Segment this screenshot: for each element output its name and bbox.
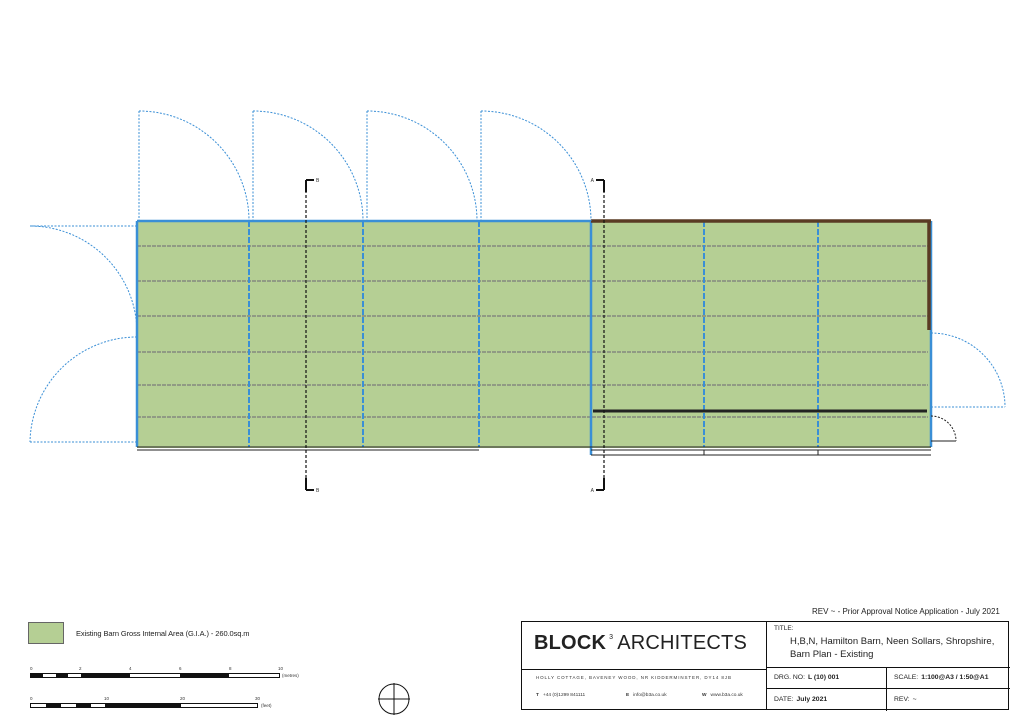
crosshair-icon [378, 683, 410, 715]
bottom-walls [137, 446, 931, 456]
address: HOLLY COTTAGE, BAVENEY WOOD, NR KIDDERMI… [536, 675, 732, 680]
revision-note: REV ~ - Prior Approval Notice Applicatio… [812, 607, 1000, 616]
legend-swatch [28, 622, 64, 644]
phone: T+44 (0)1299 841111 [536, 693, 586, 698]
scalebar-tick-label: 0 [30, 666, 33, 671]
barn-area-fill [137, 221, 931, 448]
section-line-a [596, 179, 605, 491]
scalebar-tick-label: 4 [129, 666, 132, 671]
legend-text: Existing Barn Gross Internal Area (G.I.A… [76, 628, 250, 638]
date: DATE:July 2021 [774, 696, 828, 703]
legend: Existing Barn Gross Internal Area (G.I.A… [28, 622, 250, 644]
title-label: TITLE: [774, 625, 794, 632]
title-line-1: H,B,N, Hamilton Barn, Neen Sollars, Shro… [790, 636, 995, 647]
section-b-bottom-label: B [316, 488, 320, 494]
drawing-title: H,B,N, Hamilton Barn, Neen Sollars, Shro… [790, 635, 1005, 661]
scalebar-tick-label: 10 [278, 666, 284, 671]
scalebar-unit: (metres) [282, 673, 299, 678]
existing-dark-walls [591, 219, 931, 330]
title-line-2: Barn Plan - Existing [790, 649, 874, 660]
scalebar-tick-label: 10 [104, 696, 110, 701]
scale: SCALE:1:100@A3 / 1:50@A1 [894, 674, 989, 681]
brand-sup: 3 [609, 634, 614, 641]
scalebar-tick-label: 6 [179, 666, 182, 671]
scalebar-tick-label: 30 [255, 696, 261, 701]
scalebar-tick-label: 8 [229, 666, 232, 671]
scalebar-tick-label: 2 [79, 666, 82, 671]
bay-divisions [248, 221, 819, 447]
scalebar-unit: (feet) [261, 703, 272, 708]
section-b-top-label: B [316, 178, 320, 184]
brand-bold: BLOCK [534, 632, 607, 654]
section-a-bottom-label: A [591, 488, 595, 494]
scalebar-bar [30, 703, 258, 708]
scalebar-tick-label: 0 [30, 696, 33, 701]
drawing-number: DRG. NO:L (10) 001 [774, 674, 840, 681]
scalebar-metres: 0 2 4 6 8 10 (metres) [30, 666, 310, 680]
section-a-top-label: A [591, 178, 595, 184]
scalebar-feet: 0 10 20 30 (feet) [30, 696, 310, 710]
section-line-b [305, 179, 314, 491]
purlin-lines [137, 245, 928, 418]
brand-light: ARCHITECTS [617, 632, 747, 654]
door-swings [29, 110, 1006, 443]
scalebar-tick-label: 20 [180, 696, 186, 701]
small-door-swing [930, 415, 957, 442]
revision: REV:~ [894, 696, 917, 703]
scalebar-bar [30, 673, 280, 678]
